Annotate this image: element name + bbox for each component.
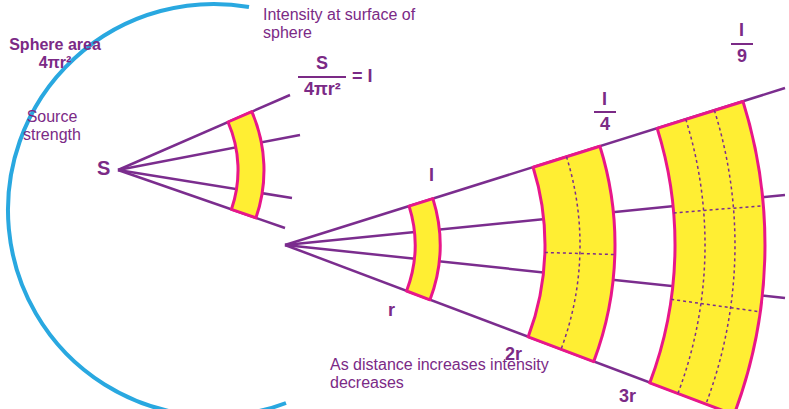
caption-note: As distance increases intensity decrease… [330,356,560,393]
fraction-bars [298,44,753,112]
distance-label: 3r [619,386,636,407]
area-patch [528,146,615,361]
intensity-note: Intensity at surface of sphere [263,6,433,43]
area-patch [407,199,440,300]
source-symbol: S [97,157,110,180]
intensity-value: I [429,165,434,186]
area-patch [228,112,264,218]
source-label: Source strength [7,108,97,145]
fraction-numerator: I [739,20,744,41]
area-patch [650,102,765,409]
area-patches [228,102,765,409]
grid-line [671,299,760,312]
grid-line [561,157,580,349]
sphere-area-label: Sphere area 4πr² [3,36,107,73]
grid-line [706,110,735,404]
fraction-denominator: 9 [737,46,747,67]
formula-denominator: 4πr² [304,79,341,100]
fraction-numerator: I [602,89,607,110]
formula-numerator: S [316,53,328,74]
distance-label: r [388,300,395,321]
grid-line [678,119,705,393]
formula-result: = I [352,66,373,87]
grid-line [674,206,764,213]
fraction-denominator: 4 [600,114,610,135]
